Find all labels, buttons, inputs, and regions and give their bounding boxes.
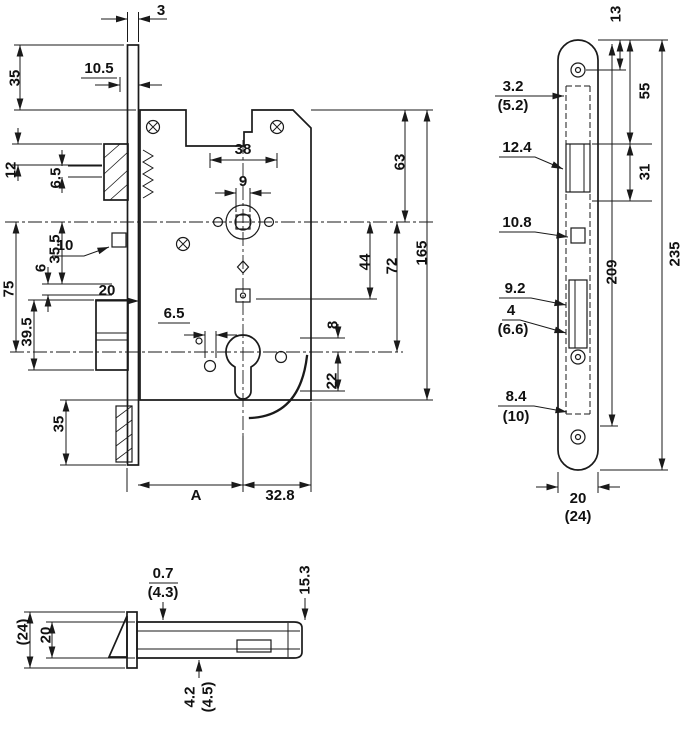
dim-10-5: 10.5 — [84, 60, 113, 77]
dim-4-2: 4.2 — [181, 687, 198, 708]
lock-case-outline — [126, 44, 312, 466]
screw-symbols — [145, 119, 285, 252]
dim-8-4: 8.4 — [506, 388, 528, 405]
dim-31: 31 — [636, 164, 653, 181]
dim-backset-A: A — [191, 487, 202, 504]
dim-44: 44 — [356, 253, 373, 270]
dim-32-8: 32.8 — [265, 487, 294, 504]
dim-6: 6 — [32, 264, 49, 272]
dim-63: 63 — [391, 154, 408, 171]
dim-top-offset: 35 — [6, 70, 23, 87]
dimension-lines — [26, 598, 309, 678]
dim-8: 8 — [324, 321, 341, 329]
latch-bolt — [103, 143, 154, 201]
dim-20-bolt: 20 — [99, 282, 116, 299]
lever-curve — [248, 354, 309, 420]
dimension-lines — [12, 15, 431, 489]
dim-4-5: (4.5) — [199, 682, 216, 713]
dim-12-4: 12.4 — [502, 139, 532, 156]
dim-10-alt: (10) — [503, 408, 530, 425]
dim-6-5-latch: 6.5 — [47, 168, 64, 189]
dim-39-5: 39.5 — [18, 317, 35, 346]
faceplate-view: 13 3.2 (5.2) 55 12.4 31 10.8 209 9.2 4 (… — [495, 6, 683, 525]
dim-22: 22 — [323, 373, 340, 390]
latch-slot — [236, 639, 272, 653]
screw-holes — [570, 62, 586, 445]
dim-4-3: (4.3) — [148, 584, 179, 601]
dim-0-7: 0.7 — [153, 565, 174, 582]
case-hidden-lines — [565, 85, 591, 415]
dim-3-2: 3.2 — [503, 78, 524, 95]
dim-209: 209 — [603, 259, 620, 284]
dimension-lines — [495, 40, 666, 491]
latch-body — [136, 621, 303, 659]
dim-12: 12 — [2, 162, 19, 179]
dim-10: 10 — [57, 237, 74, 254]
faceplate-hatch-block — [115, 405, 133, 463]
dim-165: 165 — [413, 240, 430, 265]
dim-13: 13 — [607, 6, 624, 23]
latch-bevel — [107, 615, 128, 658]
latch-body-lines — [137, 623, 300, 657]
dim-plate-24: (24) — [565, 508, 592, 525]
dim-35-bottom: 35 — [50, 416, 67, 433]
dim-faceplate-thickness: 3 — [157, 2, 165, 19]
dim-235: 235 — [666, 241, 683, 266]
dim-6-6: (6.6) — [498, 321, 529, 338]
dim-9-2: 9.2 — [505, 280, 526, 297]
faceplate-outline — [557, 39, 599, 471]
faceplate-section — [126, 611, 138, 669]
deadbolt — [95, 299, 129, 371]
faceplate-cutouts — [565, 143, 591, 349]
dim-55: 55 — [636, 83, 653, 100]
dim-5-2: (5.2) — [498, 97, 529, 114]
dim-15-3: 15.3 — [296, 565, 313, 594]
dim-6-5-hole: 6.5 — [164, 305, 185, 322]
dim-plate-20: 20 — [570, 490, 587, 507]
dim-38: 38 — [235, 141, 252, 158]
dim-72: 72 — [383, 258, 400, 275]
dim-latch-24: (24) — [14, 619, 31, 646]
dim-4: 4 — [507, 302, 516, 319]
latch-detail-view: 0.7 (4.3) 15.3 (24) 20 4.2 (4.5) — [14, 565, 313, 712]
centerlines — [5, 140, 433, 436]
dim-latch-20: 20 — [37, 627, 54, 644]
dim-35-5: 35.5 — [46, 234, 63, 263]
extension-lines — [24, 582, 178, 669]
main-view: 3 35 10.5 12 6.5 38 9 63 35.5 10 6 75 20… — [0, 2, 433, 504]
dim-10-8: 10.8 — [502, 214, 531, 231]
dim-9: 9 — [239, 173, 247, 190]
dim-75: 75 — [0, 281, 17, 298]
